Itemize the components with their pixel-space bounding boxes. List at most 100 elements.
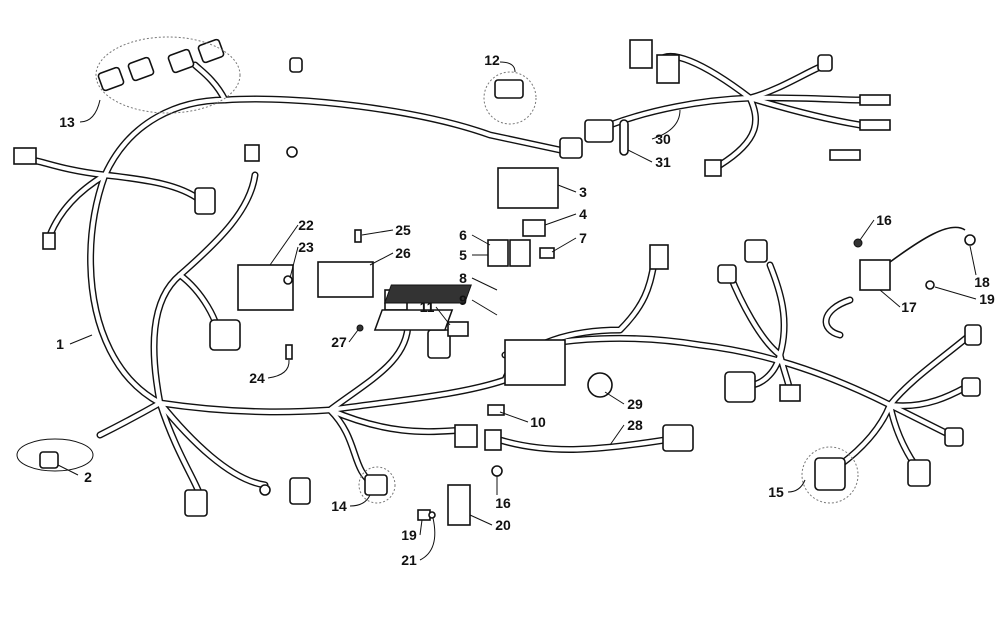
callout-20: 20 <box>495 517 511 533</box>
wire-segment <box>327 317 411 413</box>
connector <box>814 457 846 491</box>
relay-small <box>522 219 546 237</box>
connector <box>194 187 216 215</box>
connector <box>907 459 931 487</box>
connector <box>494 79 524 99</box>
connector <box>244 144 260 162</box>
callout-3: 3 <box>579 184 587 200</box>
group-outline-12 <box>483 71 537 125</box>
wire-segment <box>887 332 973 408</box>
callout-5: 5 <box>459 247 467 263</box>
connector <box>289 57 303 73</box>
connector <box>13 147 37 165</box>
wire-segment <box>717 95 758 168</box>
group-outline-15 <box>801 446 859 504</box>
connector <box>484 429 502 451</box>
wire-outline <box>836 401 894 469</box>
connector <box>197 38 225 64</box>
callout-12: 12 <box>484 52 500 68</box>
relay <box>509 239 531 267</box>
callout-26: 26 <box>395 245 411 261</box>
callout-21: 21 <box>401 552 417 568</box>
wire-segment <box>102 172 203 203</box>
connector <box>779 384 801 402</box>
callout-30: 30 <box>655 131 671 147</box>
callout-19: 19 <box>979 291 995 307</box>
connector <box>744 239 768 263</box>
connector <box>662 424 694 452</box>
wire-segment <box>747 95 863 103</box>
wire-segment <box>497 437 668 452</box>
connector <box>209 319 241 351</box>
wire-segment <box>747 95 863 128</box>
callout-13: 13 <box>59 114 75 130</box>
wire-segment <box>27 157 108 178</box>
screw <box>354 229 362 243</box>
callout-27: 27 <box>331 334 347 350</box>
grommet <box>964 234 976 246</box>
callout-11: 11 <box>420 299 435 315</box>
connector <box>961 377 981 397</box>
connector <box>167 48 195 74</box>
wire-segment <box>97 400 163 438</box>
fuse-block <box>504 339 566 386</box>
callout-2: 2 <box>84 469 92 485</box>
nut <box>356 324 364 332</box>
callout-9: 9 <box>459 292 467 308</box>
fuse-panel <box>384 284 472 304</box>
fuse-box-cover <box>497 167 559 209</box>
spade-terminal <box>829 149 861 161</box>
spade-terminal <box>859 119 891 131</box>
connector <box>964 324 982 346</box>
callout-group-circles <box>16 36 859 504</box>
connector <box>704 159 722 177</box>
connector <box>656 54 680 84</box>
connector <box>649 244 669 270</box>
nut <box>283 275 293 285</box>
connector <box>42 232 56 250</box>
callout-17: 17 <box>901 299 917 315</box>
wire-outline <box>726 271 784 359</box>
bolt <box>285 344 293 360</box>
fuse <box>539 247 555 259</box>
callout-31: 31 <box>655 154 671 170</box>
connector <box>817 54 833 72</box>
callout-10: 10 <box>530 414 546 430</box>
tie-strap <box>619 119 629 156</box>
sensor-wire <box>889 226 966 263</box>
callout-7: 7 <box>579 230 587 246</box>
wire-segment <box>102 96 563 178</box>
loop-2 <box>16 438 94 472</box>
callout-1: 1 <box>56 336 64 352</box>
connector <box>944 427 964 447</box>
callout-25: 25 <box>395 222 411 238</box>
callout-16: 16 <box>495 495 511 511</box>
connectors <box>13 38 982 526</box>
callout-22: 22 <box>298 217 314 233</box>
callout-23: 23 <box>298 239 314 255</box>
connector <box>39 451 59 469</box>
group-outline-13 <box>95 36 241 114</box>
wire-segment <box>157 400 203 498</box>
wire-segment <box>823 297 853 338</box>
connector <box>724 371 756 403</box>
spade-terminal <box>859 94 891 106</box>
clamp <box>587 372 613 398</box>
connector <box>427 329 451 359</box>
connector-cap <box>447 321 469 337</box>
ring-terminal <box>259 484 271 496</box>
wire-segment <box>47 172 108 238</box>
connector <box>454 424 478 448</box>
callout-8: 8 <box>459 270 467 286</box>
connector <box>717 264 737 284</box>
connector <box>559 137 583 159</box>
bracket <box>447 484 471 526</box>
voltage-regulator <box>237 264 294 311</box>
connector <box>127 56 155 82</box>
callout-6: 6 <box>459 227 467 243</box>
leader-lines <box>57 61 977 561</box>
wire-outline <box>716 94 759 169</box>
connector <box>184 489 208 517</box>
nut <box>853 238 863 248</box>
